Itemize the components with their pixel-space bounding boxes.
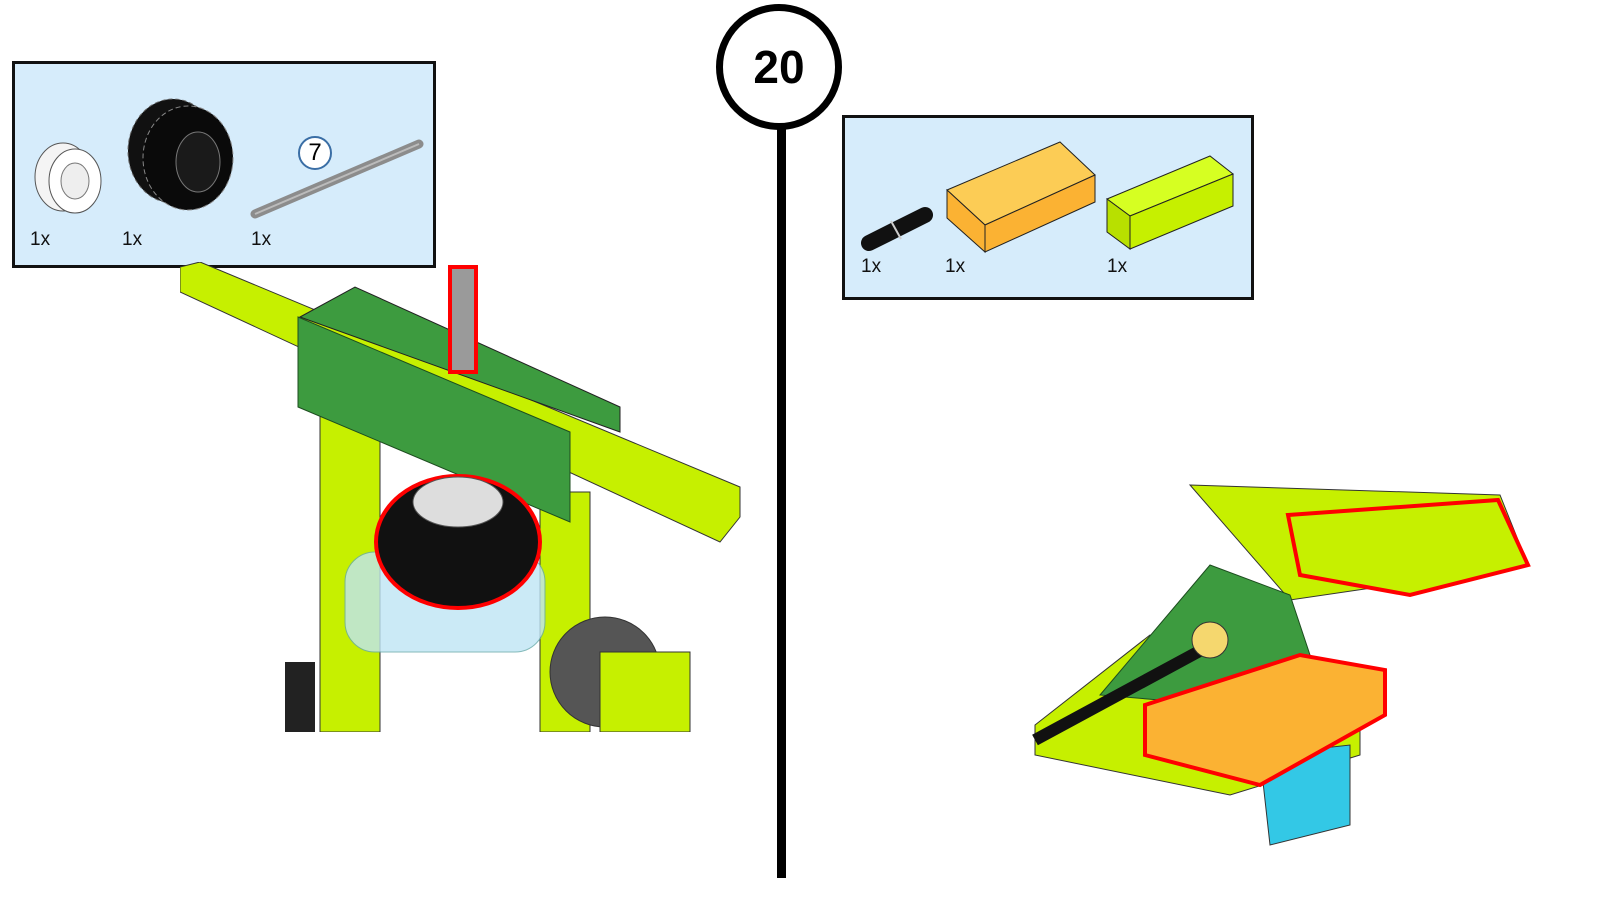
tire-qty: 1x [122,229,143,250]
axle-length-badge: 7 [298,136,332,170]
left-assembly-illustration [180,262,741,732]
orange-brick-qty: 1x [945,256,966,277]
right-assembly-illustration [1032,484,1531,846]
axle-icon [250,139,424,219]
left-parts-list: 7 1x 1x 1x [12,61,436,268]
connector-peg-icon [861,207,933,251]
orange-brick-icon [946,141,1096,254]
axle-qty: 1x [251,229,272,250]
lime-brick-qty: 1x [1107,256,1128,277]
wheel-rim-icon [34,142,102,214]
rim-qty: 1x [30,229,51,250]
lime-technic-brick-icon [1105,155,1234,250]
step-divider [777,128,786,878]
peg-qty: 1x [861,256,882,277]
right-parts-list: 1x 1x 1x [842,115,1254,300]
tire-icon [127,98,234,211]
step-number: 20 [716,4,842,130]
